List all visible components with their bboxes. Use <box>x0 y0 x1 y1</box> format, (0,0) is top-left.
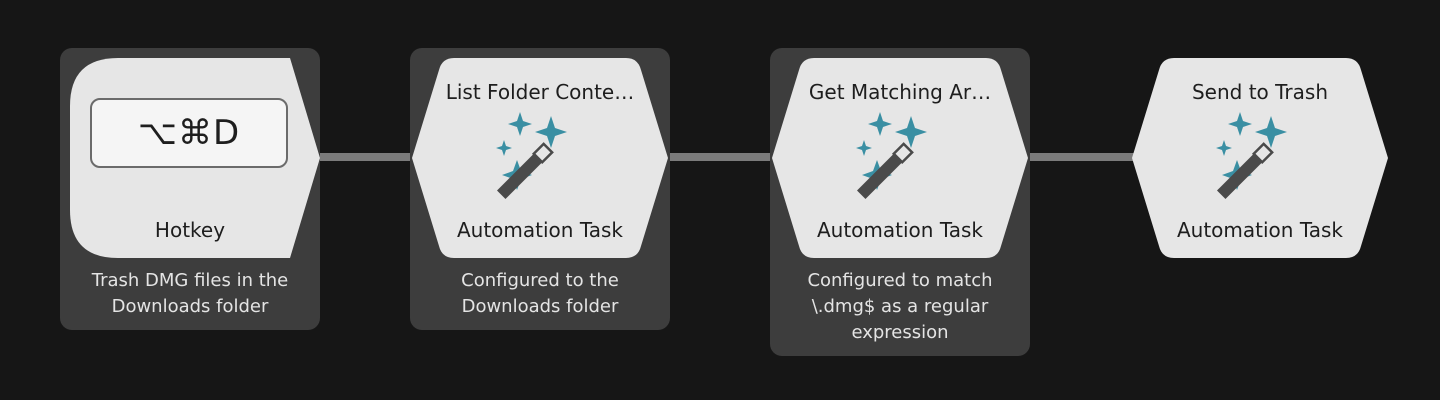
hotkey-node[interactable]: ⌥⌘D Hotkey <box>60 58 320 258</box>
caption-line: Downloads folder <box>111 296 269 317</box>
magic-wand-icon <box>856 112 942 204</box>
hotkey-shortcut-display: ⌥⌘D <box>90 98 288 168</box>
caption-line: Downloads folder <box>461 296 619 317</box>
connector-get-to-trash <box>1028 153 1134 161</box>
caption-line: \.dmg$ as a regular <box>811 296 989 317</box>
node-kind-label: Automation Task <box>816 218 983 242</box>
node-caption: Configured to match \.dmg$ as a regular … <box>780 268 1020 346</box>
node-title: Send to Trash <box>1191 80 1328 104</box>
caption-line: Configured to the <box>461 270 619 291</box>
magic-wand-icon <box>496 112 582 204</box>
node-caption: Configured to the Downloads folder <box>420 268 660 320</box>
caption-line: Configured to match <box>807 270 993 291</box>
get-matching-items-node[interactable]: Get Matching Ar… Automation Task <box>770 58 1030 258</box>
send-to-trash-node[interactable]: Send to Trash Automation Task <box>1130 58 1390 258</box>
magic-wand-icon <box>1216 112 1302 204</box>
connector-list-to-get <box>668 153 774 161</box>
node-title: List Folder Conte… <box>445 80 635 104</box>
caption-line: Trash DMG files in the <box>91 270 289 291</box>
node-caption: Trash DMG files in the Downloads folder <box>70 268 310 320</box>
list-folder-contents-card[interactable]: List Folder Conte… Automation Task Confi… <box>410 48 670 330</box>
caption-line: expression <box>851 322 949 343</box>
connector-hotkey-to-list <box>318 153 414 161</box>
get-matching-items-card[interactable]: Get Matching Ar… Automation Task Configu… <box>770 48 1030 356</box>
hotkey-trigger-card[interactable]: ⌥⌘D Hotkey Trash DMG files in the Downlo… <box>60 48 320 330</box>
node-kind-label: Automation Task <box>1176 218 1343 242</box>
node-title: Get Matching Ar… <box>808 80 992 104</box>
list-folder-contents-node[interactable]: List Folder Conte… Automation Task <box>410 58 670 258</box>
node-kind-label: Automation Task <box>456 218 623 242</box>
node-kind-label: Hotkey <box>154 218 226 242</box>
